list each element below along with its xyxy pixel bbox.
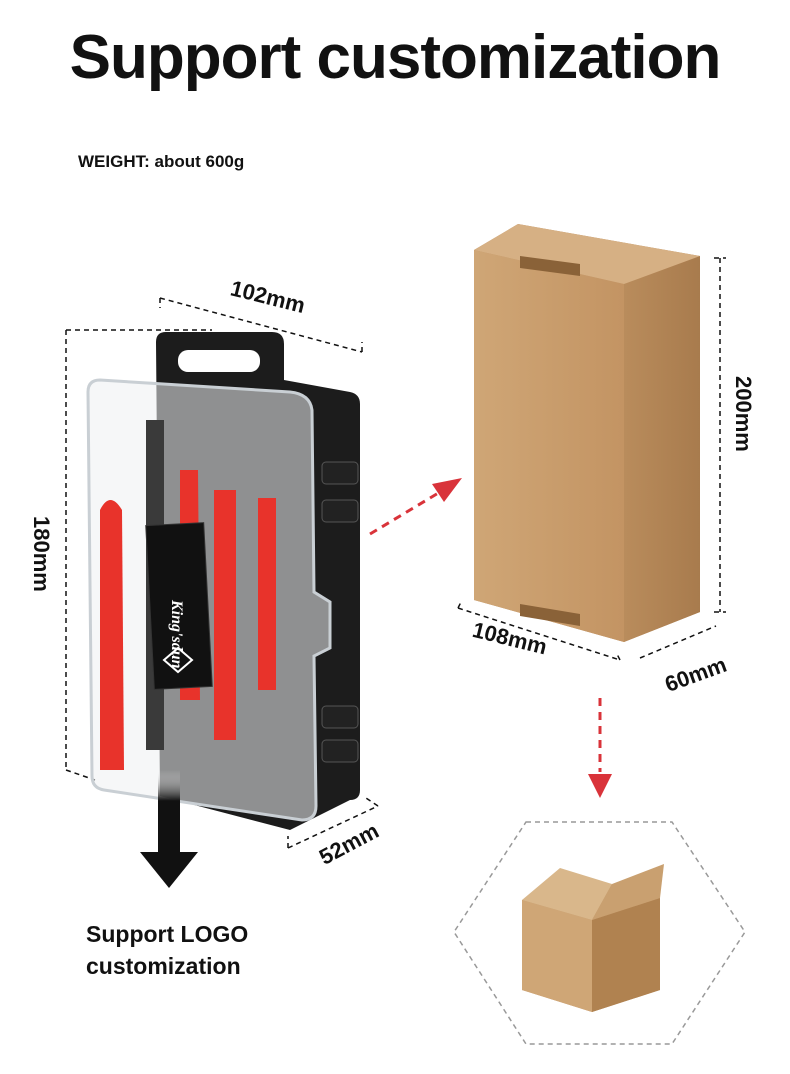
brand-label: King'sdun (168, 599, 185, 669)
page-title: Support customization (69, 23, 722, 92)
down-arrow-icon (140, 770, 198, 888)
hang-hole (178, 350, 260, 372)
toolbox-dimension-lines (65, 297, 379, 849)
brand-logo-icon (162, 646, 194, 674)
logo-line-2: customization (86, 953, 241, 979)
logo-customization-text: Support LOGO customization (86, 918, 248, 982)
toolbox-width-label: 102mm (228, 275, 308, 318)
carton-depth-label: 60mm (662, 652, 730, 697)
toolbox-depth-label: 52mm (315, 818, 383, 870)
carton-dimension-lines (457, 257, 726, 661)
logo-line-1: Support LOGO (86, 921, 249, 947)
red-arrow-down-icon (588, 698, 612, 798)
weight-label: WEIGHT: about 600g (78, 152, 245, 171)
shipping-box-hexagon (453, 821, 746, 1045)
carton-width-label: 108mm (470, 617, 550, 660)
red-arrow-right-icon (369, 478, 462, 536)
toolbox-height-label: 180mm (29, 516, 54, 592)
toolbox: King'sdun (86, 332, 360, 830)
carton-height-label: 200mm (731, 376, 756, 452)
carton-box (474, 224, 700, 642)
